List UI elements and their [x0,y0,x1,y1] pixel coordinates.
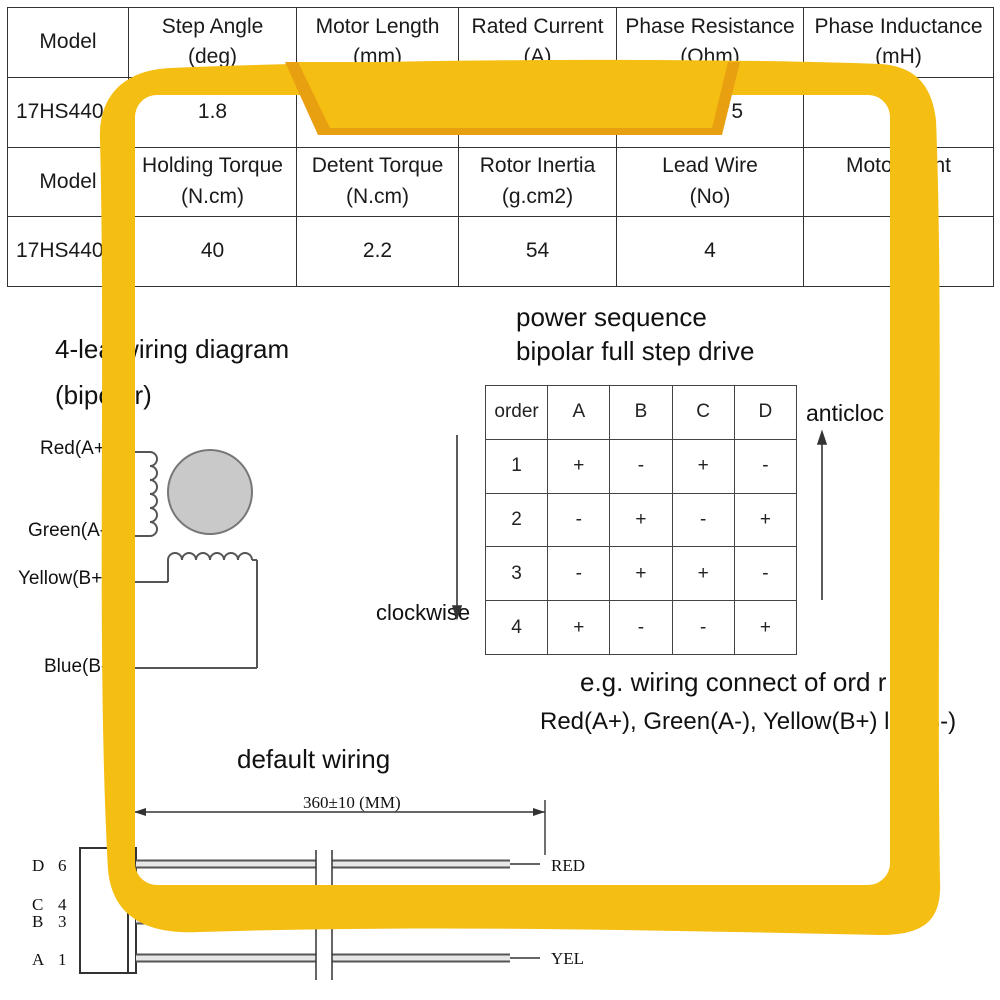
coil-a [118,451,158,537]
pin-num-3: 3 [58,912,67,931]
pin-letter-b: B [32,912,43,931]
wire-label-green-cable: GRE [551,892,585,911]
pin-num-1: 1 [58,950,67,969]
pin-letter-d: D [32,856,44,875]
pin-num-6: 6 [58,856,67,875]
cable-drawing [79,800,546,980]
cable-length-label: 360±10 (MM) [303,793,401,812]
wire-label-blue: Blue(B-) [44,656,114,677]
wire-label-blue-cable: BLU [551,910,585,929]
wire-label-red: Red(A+) [40,438,112,459]
wire-label-red-cable: RED [551,856,585,875]
clockwise-arrow-icon [451,435,463,621]
wire-label-green: Green(A-) [28,520,113,541]
wire-label-yellow-cable: YEL [551,949,584,968]
rotor-icon [167,449,253,535]
anticlockwise-arrow-icon [816,429,828,600]
pin-num-4: 4 [58,895,67,914]
coil-b [118,552,258,669]
pin-letter-a: A [32,950,45,969]
pin-letter-c: C [32,895,43,914]
wire-label-yellow: Yellow(B+) [18,568,109,589]
